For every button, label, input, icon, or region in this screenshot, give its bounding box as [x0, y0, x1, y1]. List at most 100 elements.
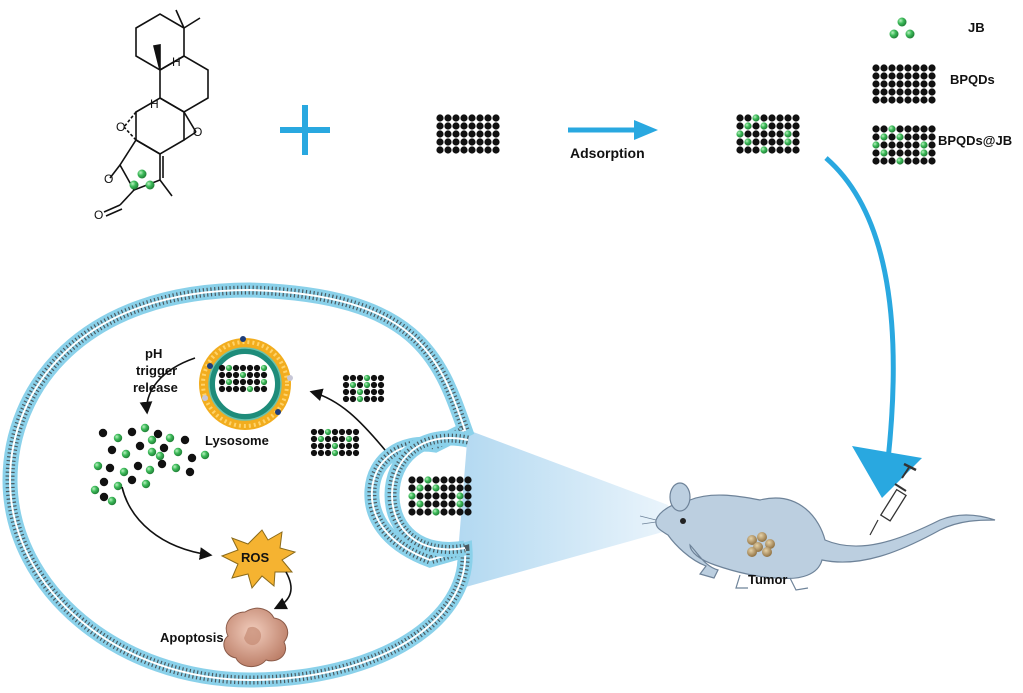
bp-dot — [888, 64, 896, 72]
bp-dot — [736, 114, 744, 122]
bp-dot — [476, 130, 484, 138]
bp-dot — [768, 122, 776, 130]
bp-dot — [253, 371, 261, 379]
jb-dot — [456, 500, 464, 508]
bp-dot — [432, 500, 440, 508]
jb-dot — [896, 157, 904, 165]
bp-dot — [880, 125, 888, 133]
bp-dot — [416, 476, 424, 484]
bp-dot — [436, 122, 444, 130]
bp-dot — [232, 385, 240, 393]
atom-h-top: H — [172, 55, 181, 69]
bp-dot — [246, 378, 254, 386]
jb-dot — [317, 435, 325, 443]
bp-dot — [452, 146, 460, 154]
bp-dot — [928, 133, 936, 141]
bp-dot — [310, 449, 318, 457]
bp-dot — [370, 381, 378, 389]
bp-dot — [912, 141, 920, 149]
bp-dot — [246, 364, 254, 372]
bp-dot — [440, 508, 448, 516]
jb-dot — [107, 496, 117, 506]
bp-dot — [872, 88, 880, 96]
bp-dot — [888, 149, 896, 157]
bp-dot — [920, 133, 928, 141]
jb-dot — [137, 169, 147, 179]
bp-dot — [784, 114, 792, 122]
bp-dot — [920, 72, 928, 80]
bp-dot — [331, 428, 339, 436]
bp-dot — [436, 114, 444, 122]
jb-dot — [113, 433, 123, 443]
mouse — [639, 482, 996, 591]
bp-dot — [239, 385, 247, 393]
jb-chemical-structure — [103, 9, 209, 217]
bp-dot — [356, 374, 364, 382]
bp-dot — [904, 96, 912, 104]
bp-dot — [448, 500, 456, 508]
bp-dot — [324, 435, 332, 443]
bp-dot — [484, 138, 492, 146]
bp-dot — [408, 508, 416, 516]
bp-dot — [352, 442, 360, 450]
bp-dot — [904, 125, 912, 133]
tumor — [747, 532, 775, 557]
jb-dot — [408, 492, 416, 500]
magnification-beam — [455, 430, 670, 590]
bp-dot — [792, 146, 800, 154]
legend: JB BPQDs BPQDs@JB — [872, 17, 1012, 165]
endocytosis-pocket — [384, 430, 470, 557]
bp-dot — [135, 441, 145, 451]
bp-dot — [377, 395, 385, 403]
bp-dot — [484, 130, 492, 138]
bp-dot — [239, 364, 247, 372]
bp-dot — [912, 133, 920, 141]
lysosome-label: Lysosome — [205, 433, 269, 448]
bp-dot — [342, 381, 350, 389]
bp-dot — [352, 428, 360, 436]
bp-dot — [260, 371, 268, 379]
bp-dot — [768, 138, 776, 146]
bp-dot — [338, 449, 346, 457]
bp-dot — [872, 72, 880, 80]
bp-dot — [460, 130, 468, 138]
jb-dot — [260, 378, 268, 386]
bp-dot — [424, 492, 432, 500]
bp-dot — [920, 88, 928, 96]
bp-dot — [432, 476, 440, 484]
bp-dot — [492, 130, 500, 138]
bp-dot — [342, 395, 350, 403]
bp-dot — [310, 435, 318, 443]
bp-dot — [408, 484, 416, 492]
bp-dot — [896, 96, 904, 104]
bp-dot — [880, 96, 888, 104]
bp-dot — [468, 138, 476, 146]
bp-dot — [370, 388, 378, 396]
jb-dot — [784, 138, 792, 146]
bp-dot — [912, 72, 920, 80]
bp-dot — [133, 461, 143, 471]
bp-dot — [99, 492, 109, 502]
bp-dot — [444, 122, 452, 130]
bp-dot — [460, 114, 468, 122]
bp-dot — [456, 508, 464, 516]
injection-arrow — [824, 156, 922, 498]
bp-dot — [345, 428, 353, 436]
bp-dot — [928, 149, 936, 157]
bp-dot — [444, 130, 452, 138]
legend-bpqds-jb-symbol — [872, 125, 936, 165]
bp-dot — [464, 476, 472, 484]
bp-dot — [784, 146, 792, 154]
jb-dot — [880, 149, 888, 157]
bp-dot — [912, 149, 920, 157]
bp-dot — [912, 125, 920, 133]
bp-dot — [912, 80, 920, 88]
bp-dot — [912, 64, 920, 72]
ros-arrow — [121, 486, 213, 560]
bp-dot — [424, 484, 432, 492]
jb-dot — [324, 428, 332, 436]
jb-molecule-cluster — [129, 169, 155, 190]
bp-dot — [760, 114, 768, 122]
bp-dot — [377, 374, 385, 382]
bp-dot — [232, 371, 240, 379]
